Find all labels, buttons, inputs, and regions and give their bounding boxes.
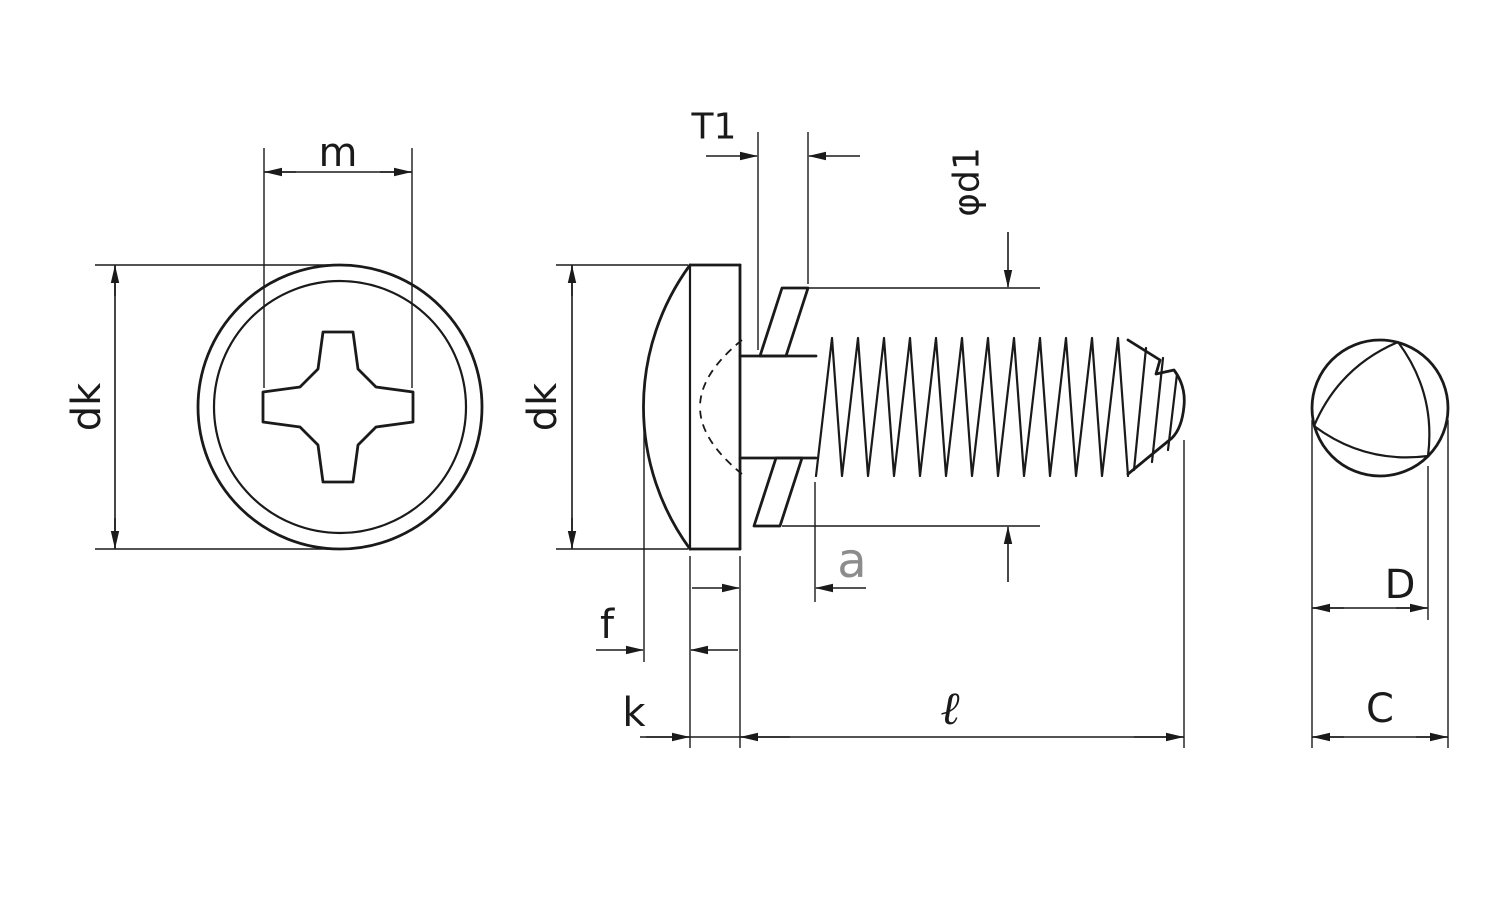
dim-t1: T1 — [691, 107, 860, 350]
pan-head — [642, 263, 743, 551]
head-outer-circle — [196, 263, 484, 551]
dim-label-length: ℓ — [940, 681, 960, 735]
head-inner-circle — [212, 279, 468, 535]
threaded-shank — [738, 336, 1186, 478]
thread-zigzag — [814, 336, 1130, 478]
dim-d-upper: D — [1311, 420, 1429, 748]
dim-k-and-length: k ℓ — [622, 440, 1185, 748]
dim-label-f: f — [600, 602, 615, 648]
dim-m: m — [263, 130, 413, 388]
recess-hidden-lines — [699, 339, 743, 475]
dim-label-k: k — [622, 690, 646, 736]
tapping-point-threads — [1132, 346, 1179, 472]
dim-label-m: m — [319, 130, 358, 176]
dim-dk-side: dk — [520, 264, 688, 550]
dim-label-d-upper: D — [1385, 562, 1416, 608]
dim-d1: φd1 — [782, 147, 1040, 582]
head-dome-arc — [642, 263, 692, 551]
tapping-point-outline — [1126, 338, 1186, 476]
washer-upper-section — [758, 286, 810, 358]
end-view: D C — [1310, 338, 1450, 748]
dim-label-c-upper: C — [1366, 686, 1394, 732]
dim-label-a: a — [837, 533, 866, 589]
dim-a: a — [692, 482, 867, 602]
dim-c-upper: C — [1312, 420, 1449, 748]
front-view: m dk — [64, 130, 484, 551]
dim-label-d1: φd1 — [947, 147, 988, 217]
dim-f: f — [596, 414, 738, 662]
dim-label-dk-side: dk — [520, 382, 566, 431]
point-outer-circle — [1310, 338, 1450, 478]
side-view: T1 φd1 a dk — [520, 107, 1186, 748]
phillips-recess-outline — [261, 330, 415, 484]
spring-washer — [752, 286, 810, 528]
dim-label-dk-front: dk — [64, 382, 110, 431]
trilobular-profile — [1312, 340, 1431, 459]
dim-label-t1: T1 — [691, 107, 737, 148]
washer-lower-section — [752, 456, 804, 528]
dim-dk-front: dk — [64, 264, 352, 550]
